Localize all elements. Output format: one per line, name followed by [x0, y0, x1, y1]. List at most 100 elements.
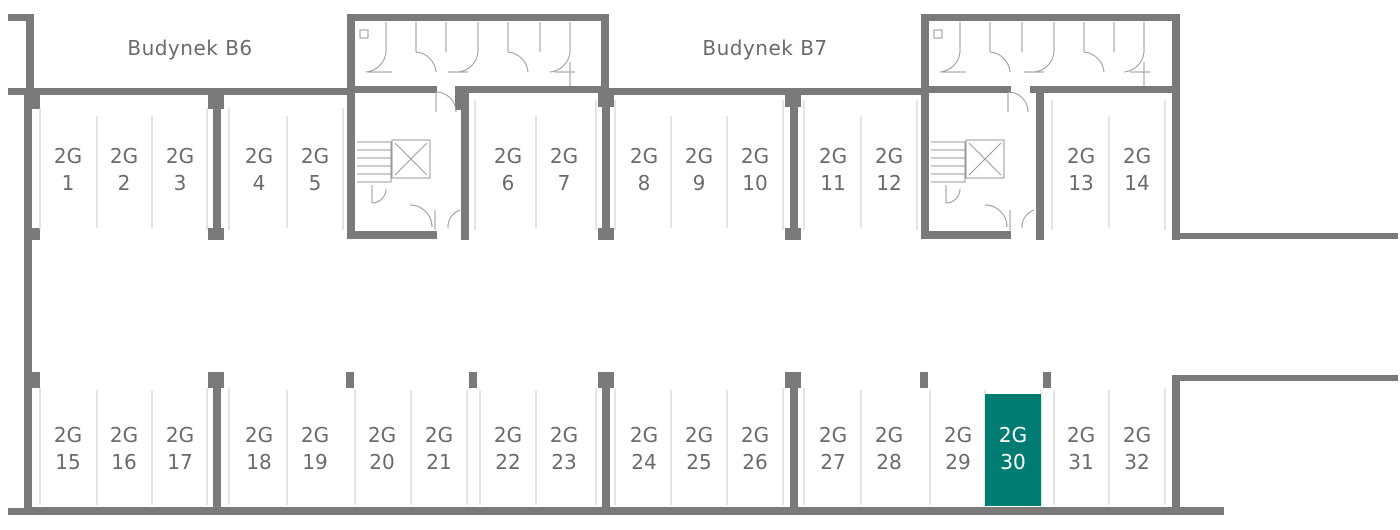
- parking-spot-7[interactable]: 2G7: [536, 112, 592, 230]
- spot-prefix: 2G: [301, 144, 329, 168]
- parking-spot-3[interactable]: 2G3: [152, 112, 208, 230]
- parking-spot-5[interactable]: 2G5: [287, 112, 343, 230]
- spot-outlines: [39, 100, 1166, 505]
- parking-spot-2[interactable]: 2G2: [96, 112, 152, 230]
- spot-number: 6: [502, 171, 515, 195]
- spot-number: 30: [1000, 450, 1025, 474]
- building-label-b7: Budynek B7: [702, 36, 827, 60]
- spot-prefix: 2G: [819, 144, 847, 168]
- spot-prefix: 2G: [425, 423, 453, 447]
- spot-area[interactable]: [727, 390, 783, 506]
- spot-prefix: 2G: [368, 423, 396, 447]
- spot-number: 19: [302, 450, 327, 474]
- spot-number: 11: [820, 171, 845, 195]
- spot-number: 8: [638, 171, 651, 195]
- spot-area[interactable]: [1109, 390, 1165, 506]
- spot-prefix: 2G: [494, 423, 522, 447]
- spot-area[interactable]: [1053, 390, 1109, 506]
- spot-number: 3: [174, 171, 187, 195]
- spot-prefix: 2G: [1123, 423, 1151, 447]
- spot-number: 12: [876, 171, 901, 195]
- spot-number: 14: [1124, 171, 1149, 195]
- spot-prefix: 2G: [110, 423, 138, 447]
- spot-area[interactable]: [861, 390, 917, 506]
- spot-prefix: 2G: [875, 423, 903, 447]
- spot-number: 4: [253, 171, 266, 195]
- spot-area[interactable]: [231, 390, 287, 506]
- spot-area[interactable]: [536, 390, 592, 506]
- spot-prefix: 2G: [1067, 144, 1095, 168]
- spot-number: 25: [686, 450, 711, 474]
- spot-number: 28: [876, 450, 901, 474]
- spot-number: 1: [62, 171, 75, 195]
- spot-area[interactable]: [287, 390, 343, 506]
- spot-prefix: 2G: [741, 423, 769, 447]
- spot-prefix: 2G: [245, 144, 273, 168]
- spot-area[interactable]: [671, 390, 727, 506]
- parking-spot-6[interactable]: 2G6: [480, 112, 536, 230]
- spot-area[interactable]: [152, 390, 208, 506]
- spot-area[interactable]: [354, 390, 410, 506]
- spot-prefix: 2G: [110, 144, 138, 168]
- spot-prefix: 2G: [819, 423, 847, 447]
- spot-number: 10: [742, 171, 767, 195]
- spot-area[interactable]: [616, 390, 672, 506]
- building-label-b6: Budynek B6: [127, 36, 252, 60]
- spot-area[interactable]: [805, 390, 861, 506]
- spot-number: 9: [693, 171, 706, 195]
- spot-area[interactable]: [40, 390, 96, 506]
- spot-prefix: 2G: [685, 423, 713, 447]
- spot-area[interactable]: [480, 390, 536, 506]
- spot-prefix: 2G: [550, 144, 578, 168]
- parking-spot-9[interactable]: 2G9: [671, 112, 727, 230]
- spot-prefix: 2G: [166, 423, 194, 447]
- spot-area[interactable]: [930, 390, 986, 506]
- spot-prefix: 2G: [999, 423, 1027, 447]
- walls: [8, 14, 1398, 515]
- spot-prefix: 2G: [685, 144, 713, 168]
- spot-number: 17: [167, 450, 192, 474]
- spot-area[interactable]: [411, 390, 467, 506]
- spot-prefix: 2G: [630, 423, 658, 447]
- parking-spot-8[interactable]: 2G8: [616, 112, 672, 230]
- spot-prefix: 2G: [1123, 144, 1151, 168]
- spot-prefix: 2G: [550, 423, 578, 447]
- stair-core-b7: [931, 22, 1150, 230]
- spot-prefix: 2G: [301, 423, 329, 447]
- spot-prefix: 2G: [741, 144, 769, 168]
- parking-spots: 2G12G22G32G42G52G62G72G82G92G102G112G122…: [40, 112, 1165, 506]
- spot-number: 21: [426, 450, 451, 474]
- spot-prefix: 2G: [944, 423, 972, 447]
- selected-spot-highlight[interactable]: [985, 394, 1041, 506]
- spot-number: 20: [369, 450, 394, 474]
- spot-area[interactable]: [96, 390, 152, 506]
- spot-number: 23: [551, 450, 576, 474]
- spot-number: 26: [742, 450, 767, 474]
- spot-prefix: 2G: [630, 144, 658, 168]
- parking-spot-4[interactable]: 2G4: [231, 112, 287, 230]
- parking-spot-1[interactable]: 2G1: [40, 112, 96, 230]
